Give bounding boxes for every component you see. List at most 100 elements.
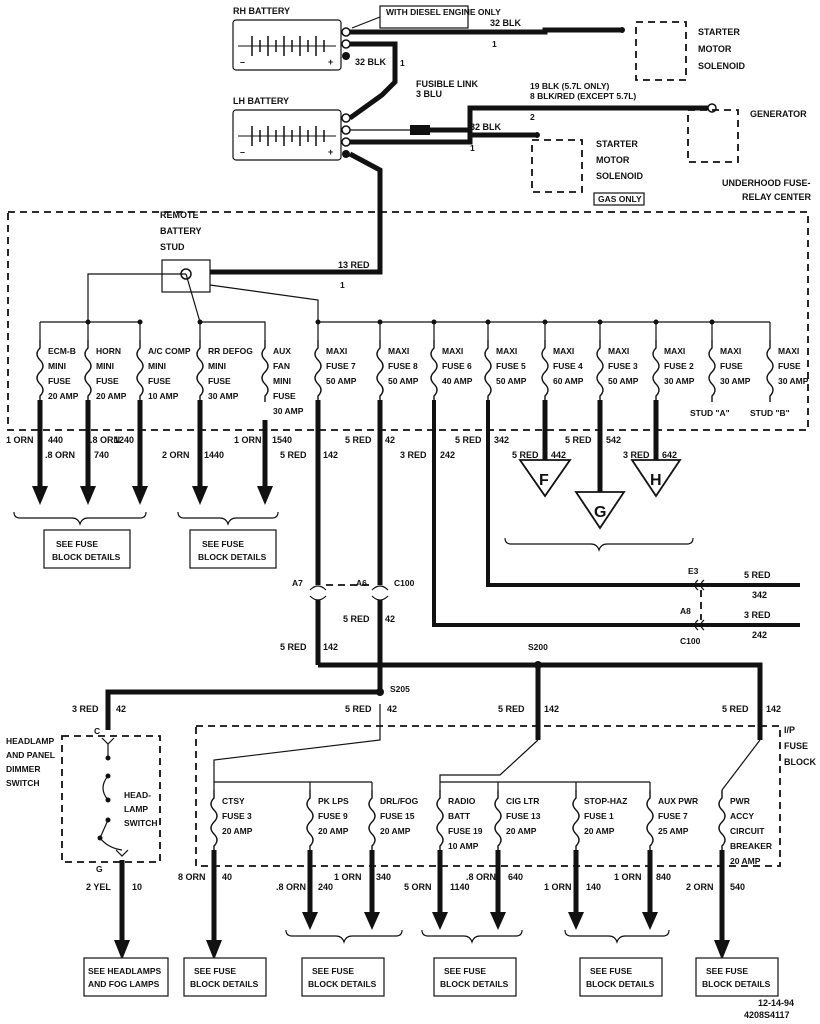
- svg-text:740: 740: [94, 450, 109, 460]
- ip-fuse-6-label: 20 AMP: [584, 826, 615, 836]
- svg-text:19 BLK (5.7L ONLY): 19 BLK (5.7L ONLY): [530, 81, 610, 91]
- underhood-fuse-9-label: 50 AMP: [496, 376, 527, 386]
- svg-text:A7: A7: [292, 578, 303, 588]
- see-fuse-box-2: SEE FUSE BLOCK DETAILS: [189, 529, 277, 569]
- lh-battery: –+ LH BATTERY: [232, 96, 351, 161]
- svg-text:1: 1: [470, 143, 475, 153]
- svg-text:A8: A8: [680, 606, 691, 616]
- svg-text:342: 342: [752, 590, 767, 600]
- ip-fuse-8-label: BREAKER: [730, 841, 772, 851]
- svg-text:STARTER: STARTER: [698, 27, 740, 37]
- svg-text:840: 840: [656, 872, 671, 882]
- svg-text:.8 ORN: .8 ORN: [276, 882, 306, 892]
- ip-fuse-5-label: CIG LTR: [506, 796, 539, 806]
- svg-text:3 RED: 3 RED: [72, 704, 99, 714]
- svg-text:SEE FUSE: SEE FUSE: [202, 539, 244, 549]
- ip-fuse-8-label: 20 AMP: [730, 856, 761, 866]
- underhood-fuse-13-label: 30 AMP: [720, 376, 751, 386]
- svg-text:C100: C100: [680, 636, 701, 646]
- underhood-fuse-6-label: FUSE 7: [326, 361, 356, 371]
- underhood-fuse-11-label: MAXI: [608, 346, 629, 356]
- svg-text:RELAY CENTER: RELAY CENTER: [742, 192, 812, 202]
- ip-fuse-6-label: FUSE 1: [584, 811, 614, 821]
- svg-text:1: 1: [340, 280, 345, 290]
- underhood-fuse-13-label: MAXI: [720, 346, 741, 356]
- svg-text:BATTERY: BATTERY: [160, 226, 202, 236]
- underhood-fuse-4-label: MINI: [208, 361, 226, 371]
- svg-text:AND PANEL: AND PANEL: [6, 750, 55, 760]
- svg-text:E3: E3: [688, 566, 699, 576]
- underhood-fuse-11-label: 50 AMP: [608, 376, 639, 386]
- svg-text:H: H: [650, 472, 662, 489]
- svg-text:BLOCK DETAILS: BLOCK DETAILS: [52, 552, 121, 562]
- svg-text:5 RED: 5 RED: [280, 450, 307, 460]
- ip-fuse-6-label: STOP-HAZ: [584, 796, 627, 806]
- svg-text:42: 42: [385, 614, 395, 624]
- ip-fuse-1-label: FUSE 3: [222, 811, 252, 821]
- underhood-fuse-7-label: 50 AMP: [388, 376, 419, 386]
- svg-text:2: 2: [530, 112, 535, 122]
- svg-text:DIMMER: DIMMER: [6, 764, 40, 774]
- svg-text:3 RED: 3 RED: [400, 450, 427, 460]
- svg-text:SEE FUSE: SEE FUSE: [312, 966, 354, 976]
- svg-text:MOTOR: MOTOR: [596, 155, 630, 165]
- svg-text:.8 ORN: .8 ORN: [45, 450, 75, 460]
- ip-fuse-4-label: 10 AMP: [448, 841, 479, 851]
- see-fuse-box-1: SEE FUSE BLOCK DETAILS: [43, 529, 131, 569]
- svg-text:1 ORN: 1 ORN: [6, 435, 34, 445]
- underhood-fuse-4-label: RR DEFOG: [208, 346, 253, 356]
- svg-text:42: 42: [116, 704, 126, 714]
- svg-text:FUSE: FUSE: [784, 741, 808, 751]
- svg-text:442: 442: [551, 450, 566, 460]
- underhood-fuse-5-label: FUSE: [273, 391, 296, 401]
- svg-text:SOLENOID: SOLENOID: [596, 171, 644, 181]
- underhood-fuse-10-label: FUSE 4: [553, 361, 583, 371]
- svg-text:42: 42: [387, 704, 397, 714]
- svg-text:542: 542: [606, 435, 621, 445]
- remote-stud-wire-label: 13 RED: [338, 260, 370, 270]
- svg-text:F: F: [539, 472, 549, 489]
- underhood-fuse-9-label: FUSE 5: [496, 361, 526, 371]
- svg-text:SWITCH: SWITCH: [6, 778, 40, 788]
- svg-text:540: 540: [730, 882, 745, 892]
- ip-fuse-7-label: AUX PWR: [658, 796, 698, 806]
- underhood-fuse-relay-center: UNDERHOOD FUSE- RELAY CENTER REMOTE BATT…: [7, 178, 812, 431]
- svg-text:SEE FUSE: SEE FUSE: [706, 966, 748, 976]
- svg-text:.8 ORN: .8 ORN: [466, 872, 496, 882]
- underhood-fuse-4-label: FUSE: [208, 376, 231, 386]
- ip-fuse-3-label: 20 AMP: [380, 826, 411, 836]
- underhood-fuse-5-label: 30 AMP: [273, 406, 304, 416]
- svg-text:2 YEL: 2 YEL: [86, 882, 111, 892]
- svg-text:BLOCK DETAILS: BLOCK DETAILS: [586, 979, 655, 989]
- svg-text:SEE HEADLAMPS: SEE HEADLAMPS: [88, 966, 162, 976]
- underhood-fuse-6-label: MAXI: [326, 346, 347, 356]
- group-braces: [13, 511, 694, 944]
- rh-lh-wire-label: 32 BLK: [355, 57, 387, 67]
- svg-text:142: 142: [766, 704, 781, 714]
- svg-text:1: 1: [492, 39, 497, 49]
- svg-text:STARTER: STARTER: [596, 139, 638, 149]
- svg-text:S205: S205: [390, 684, 410, 694]
- ip-fuse-1-label: CTSY: [222, 796, 245, 806]
- rh-battery: –+ RH BATTERY WITH DIESEL ENGINE ONLY: [232, 5, 501, 71]
- ip-fuse-7-label: FUSE 7: [658, 811, 688, 821]
- svg-text:+: +: [328, 147, 333, 157]
- underhood-fuse-10-label: MAXI: [553, 346, 574, 356]
- svg-text:440: 440: [48, 435, 63, 445]
- headlamp-switch: HEADLAMP AND PANEL DIMMER SWITCH HEAD- L…: [6, 726, 169, 997]
- svg-text:1540: 1540: [272, 435, 292, 445]
- svg-text:1 ORN: 1 ORN: [334, 872, 362, 882]
- ip-fuse-4-label: BATT: [448, 811, 471, 821]
- svg-text:SEE FUSE: SEE FUSE: [444, 966, 486, 976]
- svg-text:5 RED: 5 RED: [455, 435, 482, 445]
- svg-text:5 RED: 5 RED: [345, 704, 372, 714]
- underhood-fuse-1-label: ECM-B: [48, 346, 76, 356]
- svg-text:142: 142: [323, 450, 338, 460]
